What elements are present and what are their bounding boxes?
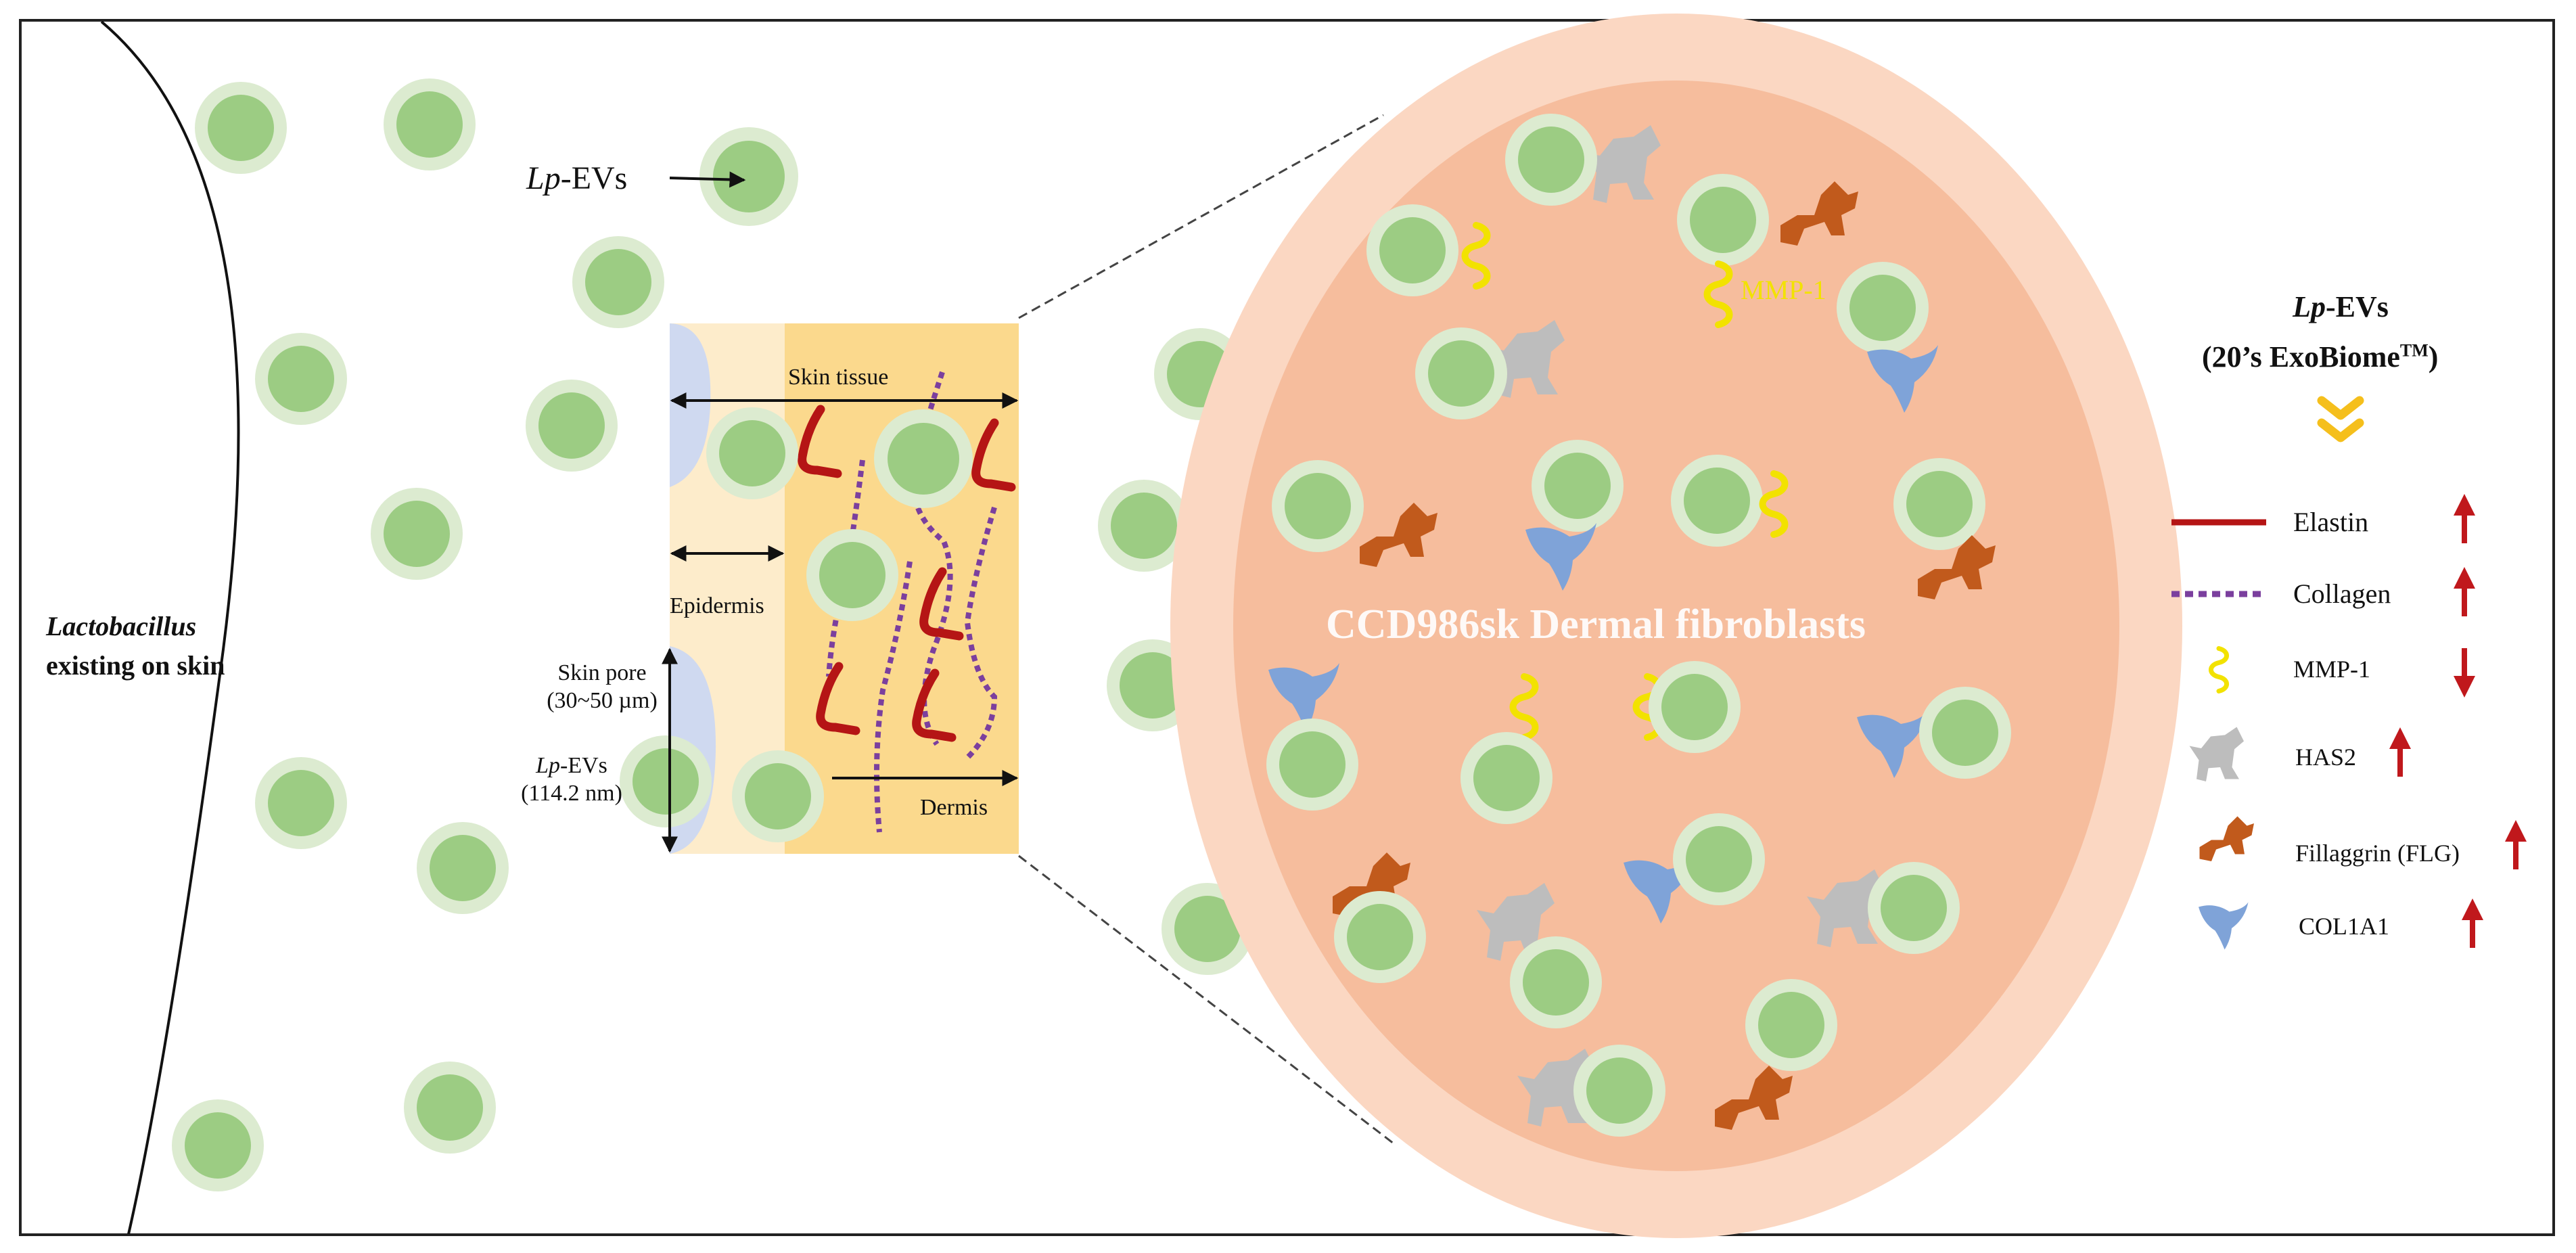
double-chevron-down-icon [2317,396,2364,442]
legend-item-elastin: Elastin [2293,507,2369,537]
col1a1-up-arrow-icon [2462,898,2483,948]
flg-up-arrow-icon [2505,820,2527,869]
epidermis-label: Epidermis [670,593,764,618]
bacterium-wall [100,20,240,1235]
ev-size-label-line1: Lp-EVs [501,752,643,780]
cell-type-label: CCD986sk Dermal fibroblasts [1326,601,1866,647]
organism-suffix: existing on skin [46,650,225,681]
figure-border [19,19,2555,1236]
legend-item-mmp1: MMP-1 [2293,656,2371,683]
ev-size-label: Lp-EVs (114.2 nm) [501,752,643,808]
ev-size-label-italic: Lp [536,753,561,778]
lp-evs-label: Lp-EVs [526,159,627,198]
legend-item-flg: Fillaggrin (FLG) [2295,840,2460,867]
zoom-line-top [1018,114,1384,319]
ev-size-label-suffix: -EVs [560,753,607,778]
collagen-up-arrow-icon [2454,567,2475,616]
skin-tissue-label: Skin tissue [788,365,889,390]
legend-subtitle-tm: TM [2399,340,2429,361]
legend-subtitle-suffix: ) [2428,340,2439,373]
legend-title: Lp-EVs [2273,290,2408,325]
skin-pore-label: Skin pore (30~50 µm) [531,660,673,715]
legend-title-italic: Lp [2293,290,2326,323]
legend-item-col1a1: COL1A1 [2299,913,2389,940]
lp-evs-label-suffix: -EVs [560,160,628,196]
has2-up-arrow-icon [2389,727,2411,777]
legend-item-collagen: Collagen [2293,578,2391,609]
mmp1-down-arrow-icon [2454,648,2475,698]
ev-size-label-value: (114.2 nm) [521,780,622,806]
skin-pore-label-line2: (30~50 µm) [547,687,658,713]
skin-tissue-panel [620,323,1019,854]
elastin-up-arrow-icon [2454,494,2475,543]
zoom-line-bottom [1018,855,1394,1145]
dermis-label: Dermis [920,795,988,820]
lp-evs-label-italic: Lp [526,160,561,196]
skin-pore-label-line1: Skin pore [557,660,647,685]
legend-item-has2: HAS2 [2295,744,2357,771]
legend-title-suffix: -EVs [2325,290,2389,323]
legend-subtitle-prefix: (20’s ExoBiome [2202,340,2400,373]
legend-subtitle: (20’s ExoBiomeTM) [2202,340,2438,375]
mmp1-annotation: MMP-1 [1741,275,1826,305]
organism-name: Lactobacillus [46,611,197,641]
legend-glyphs [2171,396,2527,950]
lp-evs-pointer-arrow [669,171,746,188]
